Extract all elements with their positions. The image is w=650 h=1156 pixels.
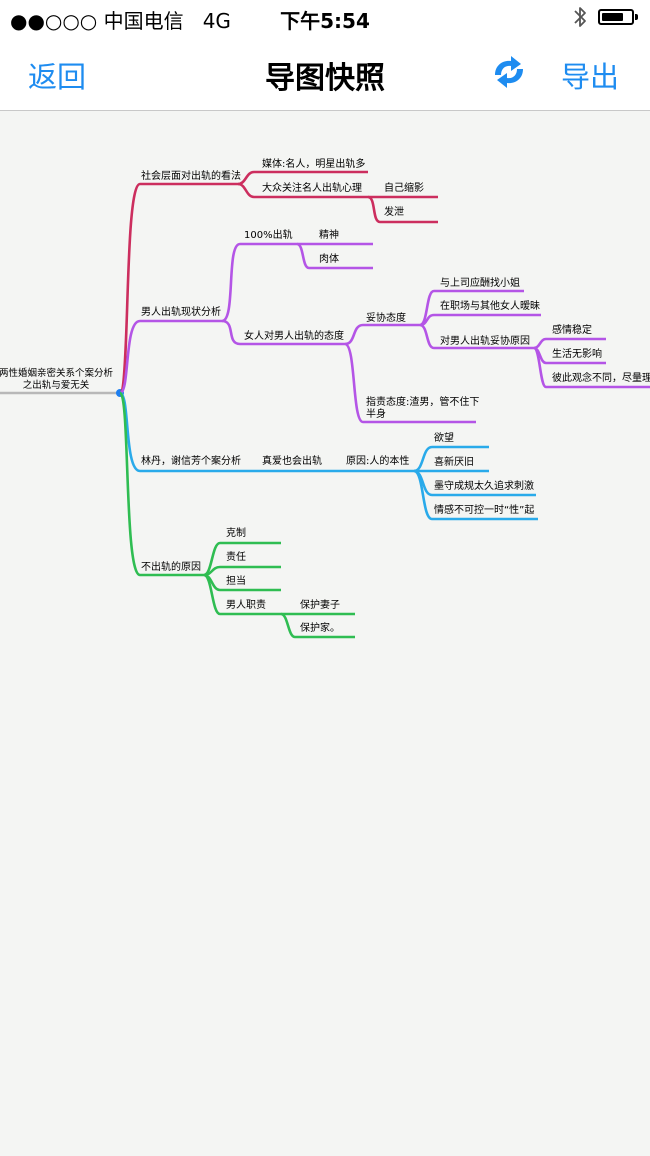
root-label-line1: 两性婚姻亲密关系个案分析 xyxy=(0,367,113,379)
node-b4-4[interactable]: 男人职责 xyxy=(226,598,266,611)
node-b2-2-1-3[interactable]: 对男人出轨妥协原因 xyxy=(440,334,530,347)
node-b1-1[interactable]: 媒体:名人，明星出轨多 xyxy=(262,157,365,170)
root-node[interactable]: 两性婚姻亲密关系个案分析 之出轨与爱无关 xyxy=(0,367,124,397)
node-b4-4-2[interactable]: 保护家。 xyxy=(300,621,340,634)
page-title: 导图快照 xyxy=(265,61,385,96)
navigation-bar: 返回 导图快照 导出 xyxy=(0,36,650,111)
node-b2-1-2[interactable]: 肉体 xyxy=(319,252,339,265)
node-b2-2[interactable]: 女人对男人出轨的态度 xyxy=(244,329,344,342)
node-b2-2-1-3-3[interactable]: 彼此观念不同，尽量理解 xyxy=(552,371,650,384)
node-b4-4-1[interactable]: 保护妻子 xyxy=(300,598,340,611)
bluetooth-icon xyxy=(574,7,586,27)
node-b3-2-2[interactable]: 喜新厌旧 xyxy=(434,455,474,468)
node-b4-1[interactable]: 克制 xyxy=(226,526,246,539)
signal-strength: ●●○○○ xyxy=(10,9,98,33)
branch-2-lines xyxy=(118,242,650,424)
export-button[interactable]: 导出 xyxy=(561,60,620,94)
sync-icon[interactable] xyxy=(489,55,529,89)
node-b4[interactable]: 不出轨的原因 xyxy=(141,560,201,573)
node-b3-2[interactable]: 原因:人的本性 xyxy=(346,454,409,467)
mindmap-canvas[interactable]: 两性婚姻亲密关系个案分析 之出轨与爱无关 社会层面对出轨的看法 媒体:名人，明星… xyxy=(0,111,650,1156)
branch-4-lines xyxy=(118,391,355,639)
node-b1-2[interactable]: 大众关注名人出轨心理 xyxy=(262,181,362,194)
network-type: 4G xyxy=(202,9,231,33)
node-b3-2-3[interactable]: 墨守成规太久追求刺激 xyxy=(434,479,534,492)
back-button[interactable]: 返回 xyxy=(28,60,87,94)
node-b2-2-2-line1[interactable]: 指责态度:渣男，管不住下 xyxy=(366,395,479,408)
battery-icon xyxy=(598,9,638,25)
node-b4-3[interactable]: 担当 xyxy=(226,574,246,587)
carrier-group: ●●○○○ 中国电信 4G xyxy=(10,5,231,34)
branch-1-lines xyxy=(118,170,438,395)
branch-4-labels: 不出轨的原因 克制 责任 担当 男人职责 保护妻子 保护家。 xyxy=(141,526,340,634)
carrier-name: 中国电信 xyxy=(103,9,184,33)
branch-1-labels: 社会层面对出轨的看法 媒体:名人，明星出轨多 大众关注名人出轨心理 自己缩影 发… xyxy=(141,157,424,218)
node-b1-2-2[interactable]: 发泄 xyxy=(384,205,404,218)
status-time: 下午5:54 xyxy=(280,9,370,33)
branch-2-labels: 男人出轨现状分析 100%出轨 精神 肉体 女人对男人出轨的态度 妥协态度 与上… xyxy=(141,228,650,420)
root-label-line2: 之出轨与爱无关 xyxy=(23,379,90,391)
node-b3-1[interactable]: 真爱也会出轨 xyxy=(262,454,322,467)
mindmap[interactable]: 两性婚姻亲密关系个案分析 之出轨与爱无关 社会层面对出轨的看法 媒体:名人，明星… xyxy=(0,111,650,1156)
node-b3[interactable]: 林丹，谢信芳个案分析 xyxy=(141,454,241,467)
node-b3-2-4[interactable]: 情感不可控一时“性”起 xyxy=(434,503,534,516)
node-b2-2-1-1[interactable]: 与上司应酬找小姐 xyxy=(440,276,520,289)
node-b2-1-1[interactable]: 精神 xyxy=(319,228,339,241)
branch-3-labels: 林丹，谢信芳个案分析 真爱也会出轨 原因:人的本性 欲望 喜新厌旧 墨守成规太久… xyxy=(141,431,534,516)
node-b2[interactable]: 男人出轨现状分析 xyxy=(141,305,221,318)
node-b3-2-1[interactable]: 欲望 xyxy=(434,431,454,444)
node-b1[interactable]: 社会层面对出轨的看法 xyxy=(141,169,241,182)
node-b2-2-1-3-2[interactable]: 生活无影响 xyxy=(552,347,602,360)
node-b2-2-1-2[interactable]: 在职场与其他女人暧昧 xyxy=(440,299,540,312)
node-b2-2-2-line2[interactable]: 半身 xyxy=(366,407,386,420)
status-bar: ●●○○○ 中国电信 4G 下午5:54 xyxy=(0,0,650,36)
node-b2-2-1-3-1[interactable]: 感情稳定 xyxy=(552,323,592,336)
node-b4-2[interactable]: 责任 xyxy=(226,550,246,563)
node-b1-2-1[interactable]: 自己缩影 xyxy=(384,181,424,194)
node-b2-2-1[interactable]: 妥协态度 xyxy=(366,311,406,324)
node-b2-1[interactable]: 100%出轨 xyxy=(244,228,293,241)
